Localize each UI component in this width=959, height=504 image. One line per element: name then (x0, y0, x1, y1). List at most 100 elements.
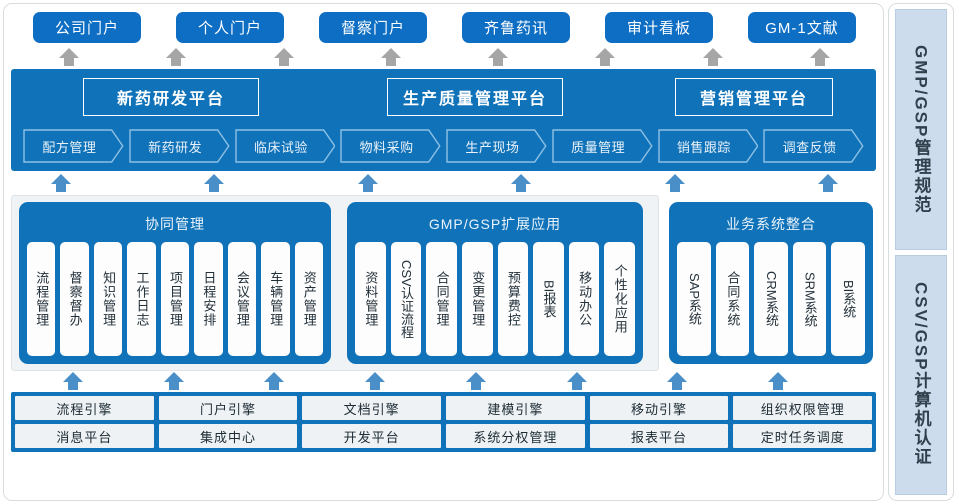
panel-title-1: GMP/GSP扩展应用 (428, 216, 562, 232)
portal-button-0[interactable]: 公司门户 (33, 12, 141, 43)
panel-2-chip-1[interactable]: 合同系统 (715, 242, 750, 356)
panel-0-chip-label-5: 日程安排 (201, 271, 217, 327)
side-label-gmp-gsp-text: GMP/GSP管理规范 (911, 44, 931, 214)
engine-row2-cell-1[interactable]: 集成中心 (158, 424, 298, 448)
compliance-side-column: GMP/GSP管理规范 CSV/GSP计算机认证 (888, 3, 954, 501)
panel-1-chip-label-0: 资料管理 (363, 271, 379, 327)
panel-0-chip-1[interactable]: 督察督办 (60, 242, 89, 356)
panel-1-chip-4[interactable]: 预算费控 (497, 242, 529, 356)
engine-row2-cell-5[interactable]: 定时任务调度 (733, 424, 873, 448)
panel-0-chip-label-8: 资产管理 (301, 271, 317, 327)
panel-1-chip-label-7: 个性化应用 (612, 264, 628, 334)
panel-1-chip-label-2: 合同管理 (434, 271, 450, 327)
panel-1-chip-label-1: CSV认证流程 (398, 259, 414, 339)
portal-button-5[interactable]: GM-1文献 (748, 12, 856, 43)
panel-title-0: 协同管理 (145, 216, 205, 232)
engine-row1-cell-0[interactable]: 流程引擎 (15, 396, 154, 420)
engine-row2-cell-0[interactable]: 消息平台 (15, 424, 154, 448)
panel-0-chip-3[interactable]: 工作日志 (127, 242, 156, 356)
platform-title-rnd: 新药研发平台 (83, 78, 259, 116)
engine-row-1: 流程引擎门户引擎文档引擎建模引擎移动引擎组织权限管理 (15, 396, 873, 420)
platform-step-label-0: 配方管理 (42, 139, 97, 155)
panels-row: 协同管理流程管理 督察督办 知识管理工作日志项目管理日程安排 会议管理 车辆管理 资产管理… (11, 195, 876, 371)
platform-step-7[interactable]: 调查反馈 (763, 129, 864, 163)
platform-step-6[interactable]: 销售跟踪 (657, 129, 759, 163)
panel-0-chip-label-7: 车辆管理 (268, 271, 284, 327)
platform-step-0[interactable]: 配方管理 (23, 129, 124, 163)
engine-platform-band: 流程引擎门户引擎文档引擎建模引擎移动引擎组织权限管理 消息平台集成中心开发平台系… (11, 392, 876, 452)
panel-1-chip-7[interactable]: 个性化应用 (604, 242, 635, 356)
panel-2-chip-4[interactable]: BI系统 (831, 242, 865, 356)
panel-1-chip-label-4: 预算费控 (505, 271, 521, 327)
side-label-gmp-gsp: GMP/GSP管理规范 (895, 9, 947, 250)
panel-0-chip-label-2: 知识管理 (101, 271, 117, 327)
panel-0-chip-label-1: 督察督办 (67, 271, 83, 327)
platform-step-label-3: 物料采购 (359, 139, 414, 155)
panel-1-chip-label-3: 变更管理 (470, 271, 486, 327)
engine-row2-cell-4[interactable]: 报表平台 (589, 424, 729, 448)
platform-step-3[interactable]: 物料采购 (340, 129, 441, 163)
panel-1-chip-2[interactable]: 合同管理 (426, 242, 457, 356)
engine-row2-cell-3[interactable]: 系统分权管理 (446, 424, 585, 448)
panel-1-chip-label-6: 移动办公 (577, 271, 593, 327)
portal-button-4[interactable]: 审计看板 (605, 12, 713, 43)
panel-2-chip-label-3: SRM系统 (802, 271, 818, 327)
panel-gmp-gsp-extension: GMP/GSP扩展应用资料管理 CSV认证流程 合同管理 变更管理 预算费控 BI报表 移动… (347, 202, 643, 364)
panel-1-chip-label-5: BI报表 (541, 279, 557, 319)
engine-row1-cell-2[interactable]: 文档引擎 (302, 396, 442, 420)
platform-step-label-1: 新药研发 (148, 139, 203, 155)
platform-step-label-6: 销售跟踪 (676, 139, 731, 155)
panel-1-chip-6[interactable]: 移动办公 (568, 242, 600, 356)
panel-1-chip-0[interactable]: 资料管理 (355, 242, 386, 356)
panel-2-chip-3[interactable]: SRM系统 (792, 242, 827, 356)
panel-2-chip-0[interactable]: SAP系统 (677, 242, 711, 356)
platform-step-2[interactable]: 临床试验 (234, 129, 336, 163)
panel-0-chip-label-0: 流程管理 (34, 271, 50, 327)
panel-0-chip-0[interactable]: 流程管理 (27, 242, 56, 356)
platform-step-5[interactable]: 质量管理 (552, 129, 653, 163)
portal-button-1[interactable]: 个人门户 (176, 12, 284, 43)
arrow-strip-platform-to-panels (11, 171, 876, 193)
panel-2-chip-label-4: BI系统 (841, 279, 857, 319)
platform-title-row: 新药研发平台 生产质量管理平台 营销管理平台 (21, 78, 866, 118)
portal-button-2[interactable]: 督察门户 (319, 12, 427, 43)
panel-0-chip-5[interactable]: 日程安排 (194, 242, 223, 356)
engine-row2-cell-2[interactable]: 开发平台 (302, 424, 442, 448)
main-architecture-frame: 公司门户 个人门户 督察门户 齐鲁药讯 审计看板 GM-1文献 新药研发平台 生产质量管理… (3, 3, 884, 501)
platform-band: 新药研发平台 生产质量管理平台 营销管理平台 配方管理 新药研发 临床试验 物料采购 生… (11, 69, 876, 171)
panel-business-system-integration: 业务系统整合 SAP系统 合同系统 CRM系统 SRM系统 BI系统 (669, 202, 873, 364)
engine-row1-cell-4[interactable]: 移动引擎 (589, 396, 729, 420)
platform-step-4[interactable]: 生产现场 (446, 129, 547, 163)
panel-chip-row-1: 资料管理 CSV认证流程 合同管理 变更管理 预算费控 BI报表 移动办公 个性化应用 (355, 242, 635, 356)
side-label-csv-gsp: CSV/GSP计算机认证 (895, 254, 947, 495)
panel-0-chip-6[interactable]: 会议管理 (227, 242, 257, 356)
platform-title-production-quality: 生产质量管理平台 (387, 78, 563, 116)
portal-button-row: 公司门户 个人门户 督察门户 齐鲁药讯 审计看板 GM-1文献 (11, 12, 876, 45)
panel-1-chip-1[interactable]: CSV认证流程 (390, 242, 422, 356)
panel-2-chip-2[interactable]: CRM系统 (754, 242, 788, 356)
panel-1-chip-5[interactable]: BI报表 (533, 242, 564, 356)
panel-1-chip-3[interactable]: 变更管理 (461, 242, 493, 356)
panel-title-2: 业务系统整合 (726, 216, 816, 232)
panel-0-chip-4[interactable]: 项目管理 (160, 242, 190, 356)
application-panels-region: 协同管理流程管理 督察督办 知识管理工作日志项目管理日程安排 会议管理 车辆管理 资产管理… (11, 195, 876, 371)
arrow-strip-to-portals (11, 45, 876, 67)
panel-2-chip-label-2: CRM系统 (764, 271, 779, 327)
panel-chip-row-2: SAP系统 合同系统 CRM系统 SRM系统 BI系统 (677, 242, 865, 356)
engine-row1-cell-1[interactable]: 门户引擎 (158, 396, 298, 420)
portal-button-3[interactable]: 齐鲁药讯 (462, 12, 570, 43)
panel-2-chip-label-1: 合同系统 (725, 271, 741, 327)
platform-step-label-7: 调查反馈 (782, 139, 837, 155)
platform-step-1[interactable]: 新药研发 (129, 129, 230, 163)
engine-row1-cell-3[interactable]: 建模引擎 (446, 396, 585, 420)
panel-0-chip-8[interactable]: 资产管理 (294, 242, 323, 356)
engine-row-2: 消息平台集成中心开发平台系统分权管理报表平台定时任务调度 (15, 424, 873, 448)
panel-collaboration: 协同管理流程管理 督察督办 知识管理工作日志项目管理日程安排 会议管理 车辆管理 资产管理 (19, 202, 331, 364)
panel-0-chip-2[interactable]: 知识管理 (93, 242, 123, 356)
panel-2-chip-label-0: SAP系统 (686, 272, 702, 325)
panel-0-chip-label-6: 会议管理 (234, 271, 250, 327)
engine-row1-cell-5[interactable]: 组织权限管理 (733, 396, 873, 420)
platform-step-label-4: 生产现场 (465, 139, 520, 155)
panel-0-chip-7[interactable]: 车辆管理 (261, 242, 290, 356)
